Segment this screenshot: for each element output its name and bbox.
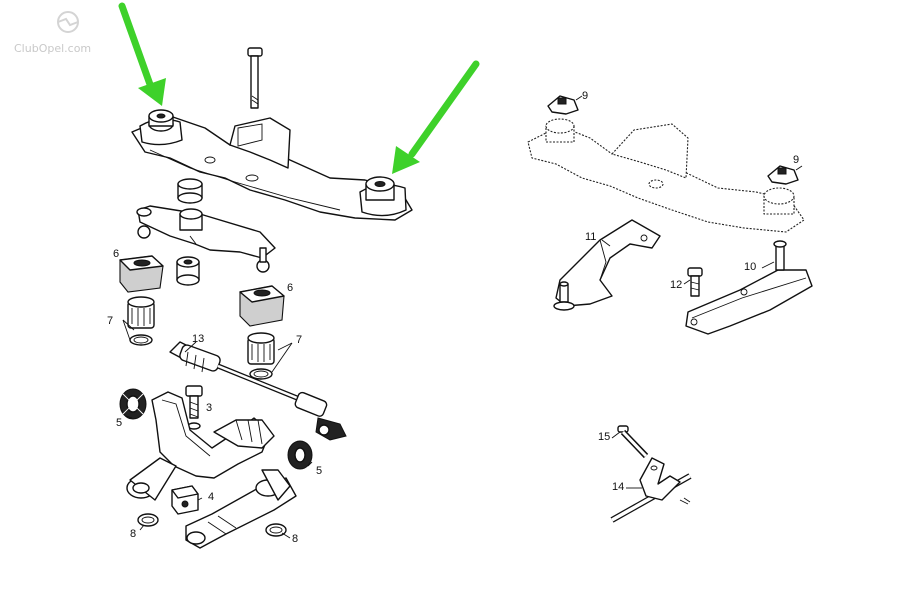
leader-lines-right bbox=[601, 239, 775, 489]
pin-15 bbox=[617, 425, 649, 459]
clip-9-upper bbox=[547, 95, 583, 115]
callout-6-left: 6 bbox=[113, 248, 119, 260]
fork-14 bbox=[610, 457, 692, 523]
callout-5-right: 5 bbox=[316, 465, 322, 477]
callout-5-left: 5 bbox=[116, 417, 122, 429]
callout-13: 13 bbox=[192, 333, 204, 345]
watermark: ClubOpel.com bbox=[14, 11, 91, 55]
bushing-lower bbox=[176, 256, 200, 286]
bushing-upper bbox=[177, 178, 203, 204]
lower-linkage bbox=[185, 469, 297, 549]
callout-12: 12 bbox=[670, 279, 682, 291]
bolt-12 bbox=[687, 267, 703, 297]
circlip-8-right bbox=[265, 523, 287, 537]
lever-plate bbox=[136, 205, 276, 273]
callout-labels: 6 6 7 7 13 3 5 5 4 8 8 9 9 11 10 12 15 1… bbox=[107, 90, 799, 545]
crossmember bbox=[131, 109, 413, 221]
clamp-block-4 bbox=[171, 485, 199, 515]
shift-rod bbox=[169, 341, 347, 441]
highlight-arrows bbox=[118, 2, 480, 174]
callout-6-right: 6 bbox=[287, 282, 293, 294]
gear-5-left bbox=[119, 388, 147, 420]
clip-9-lower bbox=[767, 165, 803, 185]
rubber-block-left bbox=[119, 255, 164, 293]
left-assembly bbox=[119, 47, 413, 549]
lever-arm-10 bbox=[685, 240, 813, 335]
bolt-top bbox=[247, 47, 263, 109]
rubber-block-right bbox=[239, 285, 285, 327]
callout-11: 11 bbox=[585, 231, 596, 243]
crossmember-reference bbox=[527, 118, 805, 233]
callout-14: 14 bbox=[612, 481, 624, 493]
bracket-11 bbox=[553, 219, 661, 311]
callout-4: 4 bbox=[208, 491, 214, 503]
callout-7-left: 7 bbox=[107, 315, 113, 327]
leader-lines-left bbox=[122, 319, 313, 539]
arrow-right-highlight bbox=[392, 60, 480, 174]
watermark-text: ClubOpel.com bbox=[14, 42, 91, 55]
arrow-left-highlight bbox=[118, 2, 166, 106]
bush-7-right bbox=[247, 332, 275, 380]
callout-9-lower: 9 bbox=[793, 154, 799, 166]
callout-7-right: 7 bbox=[296, 334, 302, 346]
shift-shaft-housing bbox=[126, 391, 275, 501]
callout-15: 15 bbox=[598, 431, 610, 443]
callout-8-left: 8 bbox=[130, 528, 136, 540]
right-assembly bbox=[527, 95, 813, 523]
circlip-8-left bbox=[137, 513, 159, 527]
callout-9-upper: 9 bbox=[582, 90, 588, 102]
gear-5-right bbox=[287, 440, 313, 470]
bush-7-left bbox=[127, 296, 155, 346]
callout-8-right: 8 bbox=[292, 533, 298, 545]
callout-10: 10 bbox=[744, 261, 756, 273]
opel-logo-icon bbox=[57, 11, 79, 33]
callout-3: 3 bbox=[206, 402, 212, 414]
